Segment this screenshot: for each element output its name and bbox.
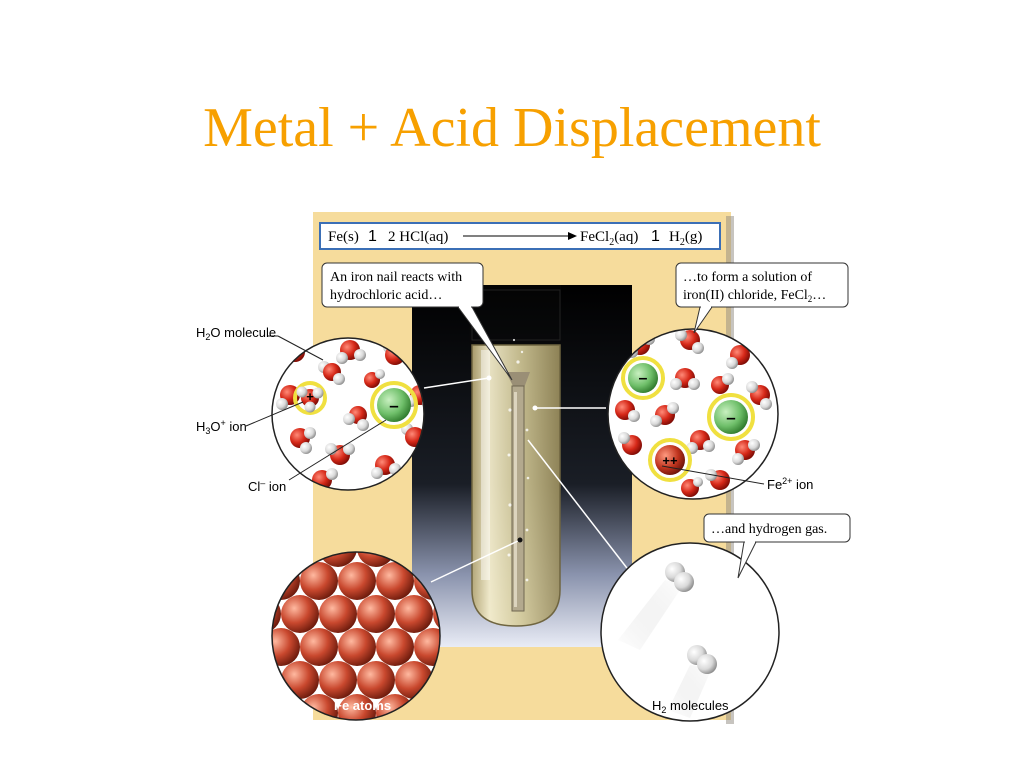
iron-ion: ++: [648, 438, 692, 482]
fe-atom: [319, 552, 357, 567]
slide-title: Metal + Acid Displacement: [203, 97, 821, 159]
chloride-sign-right-2: –: [726, 408, 735, 427]
label-fe2-ion: Fe2+ ion: [767, 476, 813, 492]
fe-atom: [272, 552, 281, 567]
water-molecules: [276, 338, 424, 490]
hcl-solution-circle: + –: [271, 337, 425, 491]
h2-molecules-label: H2 molecules: [652, 698, 729, 715]
callout-solution-line1: …to form a solution of: [683, 270, 812, 285]
iron-nail: [506, 372, 530, 612]
fe-atom: [272, 661, 281, 699]
label-h3o-ion: H3O+ ion: [196, 418, 247, 436]
iron-ion-sign: ++: [662, 453, 678, 468]
fe-atom: [395, 727, 433, 765]
fe-atom: [357, 727, 395, 765]
fe-atom: [357, 595, 395, 633]
svg-text:1: 1: [368, 228, 377, 245]
water-molecules-right: [615, 329, 772, 497]
svg-text:Fe(s): Fe(s): [328, 229, 359, 245]
fe-atom: [272, 694, 300, 720]
callout-solution: …to form a solution of iron(II) chloride…: [675, 262, 849, 334]
fe-atom: [319, 661, 357, 699]
fe-atom: [338, 628, 376, 666]
callout-hydrogen: …and hydrogen gas.: [703, 513, 851, 579]
callout-nail-line2: hydrochloric acid…: [330, 288, 442, 303]
fe-atom: [300, 628, 338, 666]
fe-atoms-label: Fe atoms: [334, 698, 391, 713]
chloride-ion-right-1: –: [621, 356, 665, 400]
fe-atom: [272, 628, 300, 666]
h2-molecule-1: [665, 562, 694, 592]
fe-atom: [471, 727, 509, 765]
h2-molecule-2: [687, 645, 717, 674]
callout-hydrogen-text: …and hydrogen gas.: [711, 522, 827, 537]
fe-atom: [243, 727, 281, 765]
hydronium-ion: +: [293, 381, 327, 415]
callout-solution-line2: iron(II) chloride, FeCl2…: [683, 288, 826, 304]
chloride-ion: –: [370, 381, 418, 429]
equation-plus1: 1: [368, 228, 377, 245]
fe-atom: [281, 727, 319, 765]
fe-atom: [319, 595, 357, 633]
svg-text:2 HCl(aq): 2 HCl(aq): [388, 229, 448, 245]
equation-plus2: 1: [651, 228, 660, 245]
fecl2-solution-circle: – – ++: [607, 328, 779, 500]
equation-product1: FeCl: [580, 229, 609, 245]
label-h2o-molecule: H2O molecule: [196, 325, 276, 342]
fe-atom: [395, 595, 433, 633]
chloride-ion-right-2: –: [707, 393, 755, 441]
fe-atom: [433, 727, 471, 765]
fe-atom: [414, 628, 440, 666]
fe-atom: [338, 694, 376, 720]
svg-text:H2(g): H2(g): [669, 229, 702, 248]
callout-nail: An iron nail reacts with hydrochloric ac…: [321, 262, 513, 381]
fe-atom: [281, 595, 319, 633]
fe-atom: [357, 661, 395, 699]
fe-atom: [338, 562, 376, 600]
label-cl-ion: Cl– ion: [248, 478, 286, 494]
fe-atom: [319, 727, 357, 765]
svg-text:FeCl2(aq): FeCl2(aq): [580, 229, 638, 248]
hydronium-sign: +: [306, 389, 314, 404]
hydrogen-molecules-circle: H2 molecules: [600, 542, 780, 722]
fe-atom: [300, 562, 338, 600]
chloride-sign: –: [389, 396, 398, 415]
equation-reactant2: 2 HCl(aq): [388, 229, 448, 245]
fe-atom: [376, 628, 414, 666]
svg-text:1: 1: [651, 228, 660, 245]
fe-atom: [281, 661, 319, 699]
fe-atom: [272, 562, 300, 600]
equation-product2: H: [669, 229, 680, 245]
callout-nail-line1: An iron nail reacts with: [330, 270, 462, 285]
fe-atom: [376, 562, 414, 600]
equation-reactant1: Fe(s): [328, 229, 359, 245]
chloride-sign-right-1: –: [639, 370, 648, 387]
